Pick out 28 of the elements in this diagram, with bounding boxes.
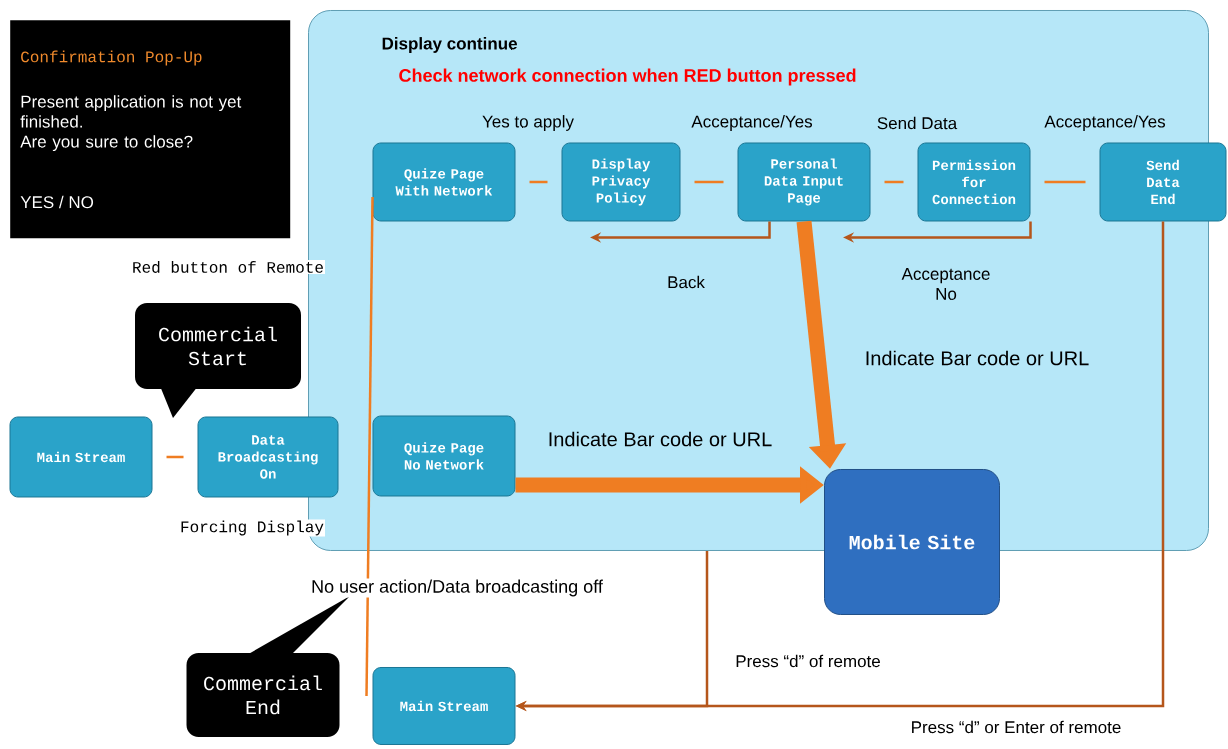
edge-label: Acceptance/Yes (1043, 114, 1167, 132)
connector-line (529, 180, 548, 184)
process-box: Main Stream (372, 667, 516, 745)
process-box: Main Stream (9, 416, 153, 498)
connector-line (1044, 180, 1086, 184)
speech-bubble: Commercial End (186, 596, 350, 737)
process-box: Display Privacy Policy (561, 142, 681, 222)
process-box: Permission for Connection (917, 142, 1031, 222)
note-text: No user action/Data broadcasting off (310, 578, 604, 598)
note-text: Forcing Display (179, 519, 325, 537)
connector-line (365, 197, 374, 696)
process-box: Quize Page No Network (372, 415, 516, 497)
edge-label: Acceptance/Yes (690, 114, 814, 132)
speech-bubble: Commercial Start (135, 303, 301, 418)
dialog-box: Confirmation Pop-Up Present application is not yet finished. Are you sure to close? YES / NO (10, 20, 291, 239)
edge-label: Press “d” of remote (734, 653, 882, 669)
process-box: Data Broadcasting On (197, 416, 339, 498)
connector-line (694, 180, 724, 184)
edge-label: Yes to apply (481, 114, 575, 132)
edge-label: Press “d” or Enter of remote (909, 719, 1123, 735)
process-box: Quize Page With Network (372, 142, 516, 222)
process-box: Send Data End (1099, 142, 1227, 222)
note-text: Red button of Remote (131, 260, 326, 274)
connector-line (884, 180, 904, 184)
process-box: Personal Data Input Page (737, 142, 871, 222)
connector-line (166, 455, 184, 459)
site-box: Mobile Site (824, 469, 1000, 615)
edge-label: Acceptance No (890, 267, 1002, 301)
